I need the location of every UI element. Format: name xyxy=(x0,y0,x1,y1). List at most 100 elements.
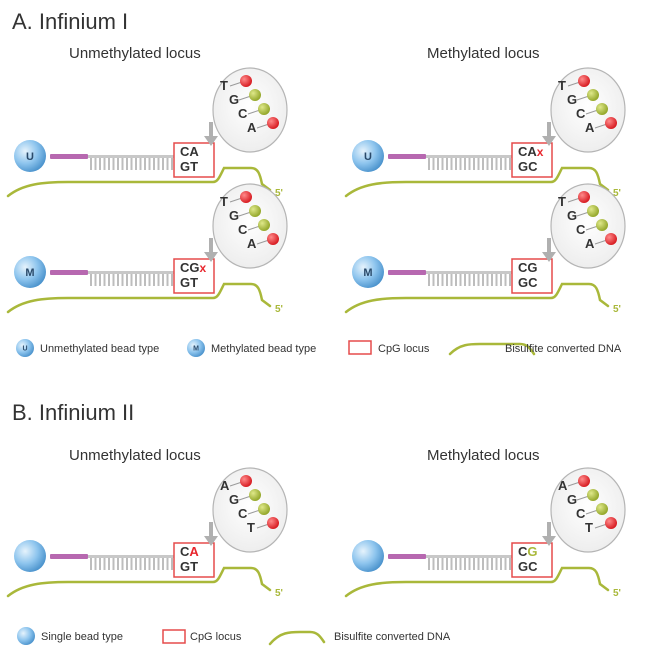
unmethylated-bead-legend-letter: U xyxy=(22,346,27,353)
probe-rung xyxy=(495,274,498,286)
cpg-locus-box xyxy=(511,142,553,178)
probe-rung xyxy=(500,558,502,570)
incorporation-arrowhead xyxy=(542,252,556,262)
section-a-legend: U Unmethylated bead type M Methylated be… xyxy=(16,339,622,357)
nucleotide-link xyxy=(238,211,252,217)
probe-rung xyxy=(94,158,97,170)
bisulfite-dna-strand xyxy=(6,566,272,598)
linker xyxy=(50,154,88,159)
nucleotide-link xyxy=(585,509,599,515)
probe-rung xyxy=(464,558,466,570)
probe-rung xyxy=(468,158,471,170)
nucleotide-link xyxy=(567,197,581,203)
nucleotide-letter: G xyxy=(229,492,239,507)
single-bead-legend-icon xyxy=(17,627,35,645)
nucleotide-link xyxy=(229,481,243,487)
probe-rung xyxy=(459,274,462,286)
cpg-locus-legend-label-b: CpG locus xyxy=(190,631,242,643)
nucleotide-letter: C xyxy=(238,222,248,237)
green-dye-dot xyxy=(596,503,608,515)
nucleotide-letter: A xyxy=(247,120,257,135)
nucleotide-bubble xyxy=(212,183,288,269)
cpg-locus-box xyxy=(173,542,215,578)
nucleotide-link xyxy=(585,109,599,115)
red-dye-dot xyxy=(240,475,252,487)
probe-rung xyxy=(441,158,444,170)
probe-rung xyxy=(117,158,119,170)
nucleotide-letter: C xyxy=(576,222,586,237)
bisulfite-dna-legend-icon-b xyxy=(268,630,326,646)
probe-rung xyxy=(432,158,435,170)
probe-rung xyxy=(166,274,169,286)
probe-rung xyxy=(139,274,142,286)
probe-rung xyxy=(473,274,475,286)
nucleotide-link xyxy=(594,123,608,129)
probe-rung xyxy=(162,274,164,286)
probe-rung xyxy=(99,158,101,170)
red-dye-dot xyxy=(578,475,590,487)
probe-rung xyxy=(162,158,164,170)
probe-rung xyxy=(491,274,493,286)
nucleotide-letter: G xyxy=(567,92,577,107)
probe-rung xyxy=(130,558,133,570)
nucleotide-link xyxy=(229,197,243,203)
nucleotide-letter: T xyxy=(558,78,566,93)
probe-rung xyxy=(135,558,137,570)
linker xyxy=(388,270,426,275)
probe-rung xyxy=(148,158,151,170)
probe-rung xyxy=(135,274,137,286)
green-dye-dot xyxy=(258,103,270,115)
nucleotide-letter: A xyxy=(558,478,568,493)
cpg-locus-box xyxy=(173,142,215,178)
probe-rung xyxy=(504,274,507,286)
nucleotide-letter: T xyxy=(247,520,255,535)
nucleotide-letter: C xyxy=(238,106,248,121)
probe-rung xyxy=(446,274,448,286)
bisulfite-dna-strand xyxy=(344,566,610,598)
probe-rung xyxy=(437,274,439,286)
probe-rung xyxy=(495,558,498,570)
probe-rung xyxy=(121,274,124,286)
probe-rung xyxy=(486,158,489,170)
probe-rung xyxy=(162,558,164,570)
probe-rung xyxy=(437,158,439,170)
probe-rung xyxy=(455,274,457,286)
methylated-bead-legend-label: Methylated bead type xyxy=(211,343,316,355)
probe-rung xyxy=(495,158,498,170)
red-dye-dot xyxy=(578,191,590,203)
unmethylated-bead-legend-icon xyxy=(16,339,34,357)
bisulfite-dna-legend-icon xyxy=(448,342,536,356)
probe-rung xyxy=(157,158,160,170)
probe-rung xyxy=(450,558,453,570)
red-dye-dot xyxy=(605,117,617,129)
probe-rung xyxy=(112,158,115,170)
cpg-locus-box xyxy=(511,542,553,578)
section-a-unmethylated-title: Unmethylated locus xyxy=(69,45,201,62)
nucleotide-letter: G xyxy=(567,208,577,223)
nucleotide-letter: T xyxy=(220,78,228,93)
nucleotide-letter: A xyxy=(585,120,595,135)
probe-rung xyxy=(509,558,511,570)
bisulfite-dna-legend-label: Bisulfite converted DNA xyxy=(505,343,622,355)
nucleotide-letter: C xyxy=(576,106,586,121)
five-prime-label: 5' xyxy=(613,304,621,315)
probe-rung xyxy=(144,274,146,286)
probe-rung xyxy=(455,558,457,570)
probe-rung xyxy=(171,558,173,570)
probe-backbone xyxy=(88,555,180,558)
methylated-bead-legend-letter: M xyxy=(193,346,199,353)
probe-backbone xyxy=(426,555,518,558)
probe-rung xyxy=(117,274,119,286)
probe-rung xyxy=(148,558,151,570)
red-dye-dot xyxy=(267,117,279,129)
probe-rung xyxy=(171,274,173,286)
probe-rung xyxy=(468,274,471,286)
locus-top-sequence: CG xyxy=(518,260,538,275)
bisulfite-dna-legend-label-b: Bisulfite converted DNA xyxy=(334,631,451,643)
